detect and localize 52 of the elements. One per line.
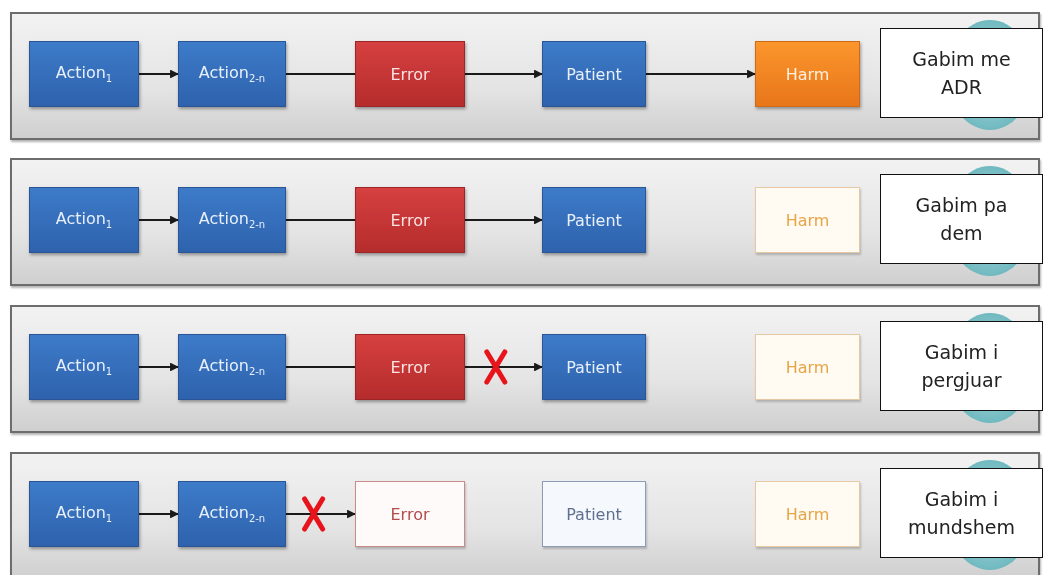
patient-box	[542, 41, 646, 107]
node-label: Harm	[785, 504, 830, 524]
caption-text: Gabim me ADR	[911, 46, 1012, 100]
patient-box	[542, 187, 646, 253]
caption-text: Gabim i mundshem	[907, 486, 1016, 540]
node-label: Harm	[785, 357, 830, 377]
patient-box	[542, 334, 646, 400]
caption-box	[880, 321, 1043, 411]
node-label: Error	[390, 357, 430, 377]
harm-box	[755, 187, 860, 253]
error-box	[355, 334, 465, 400]
harm-box	[755, 334, 860, 400]
node-label: Action$_{2-n}$	[198, 209, 266, 231]
node-label: Action$_{1}$	[55, 63, 113, 85]
action-box	[29, 187, 139, 253]
node-label: Error	[390, 64, 430, 84]
node-label: Patient	[566, 504, 622, 524]
node-label: Action$_{2-n}$	[198, 503, 266, 525]
node-label: Action$_{2-n}$	[198, 356, 266, 378]
node-label: Action$_{2-n}$	[198, 63, 266, 85]
caption-text: Gabim pa dem	[914, 192, 1009, 246]
node-label: Patient	[566, 64, 622, 84]
error-box	[355, 481, 465, 547]
node-label: Action$_{1}$	[55, 503, 113, 525]
action-box	[29, 334, 139, 400]
row-panel	[10, 12, 1040, 140]
patient-box	[542, 481, 646, 547]
node-label: Action$_{1}$	[55, 356, 113, 378]
error-box	[355, 187, 465, 253]
action-box	[29, 41, 139, 107]
action-box	[178, 41, 286, 107]
node-label: Harm	[785, 210, 830, 230]
row-panel	[10, 452, 1040, 575]
error-box	[355, 41, 465, 107]
harm-box	[755, 481, 860, 547]
caption-box	[880, 28, 1043, 118]
row-panel	[10, 158, 1040, 286]
caption-text: Gabim i pergjuar	[920, 339, 1003, 393]
caption-box	[880, 468, 1043, 558]
action-box	[29, 481, 139, 547]
action-box	[178, 481, 286, 547]
harm-box	[755, 41, 860, 107]
action-box	[178, 187, 286, 253]
node-label: Error	[390, 210, 430, 230]
node-label: Patient	[566, 210, 622, 230]
node-label: Error	[390, 504, 430, 524]
caption-box	[880, 174, 1043, 264]
node-label: Action$_{1}$	[55, 209, 113, 231]
row-panel	[10, 305, 1040, 433]
node-label: Harm	[785, 64, 830, 84]
action-box	[178, 334, 286, 400]
node-label: Patient	[566, 357, 622, 377]
